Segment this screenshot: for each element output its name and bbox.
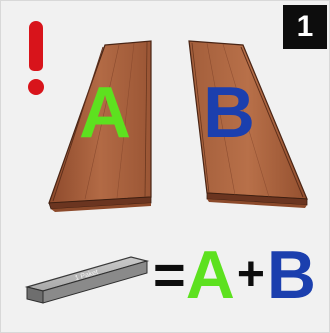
package-formula: = A + B — [153, 241, 316, 309]
board-b — [188, 40, 308, 208]
step-number-badge: 1 — [283, 5, 327, 49]
exclamation-icon — [19, 19, 55, 99]
package-icon: 1 Paket — [24, 256, 150, 304]
plus-sign: + — [236, 248, 265, 301]
board-a — [48, 40, 152, 212]
equals-sign: = — [153, 243, 186, 306]
board-b-letter: B — [203, 73, 255, 153]
exclamation-dot — [28, 79, 44, 95]
formula-letter-a: A — [185, 237, 235, 313]
exclamation-bar — [29, 21, 43, 71]
board-a-letter: A — [79, 73, 131, 153]
formula-letter-b: B — [266, 237, 316, 313]
